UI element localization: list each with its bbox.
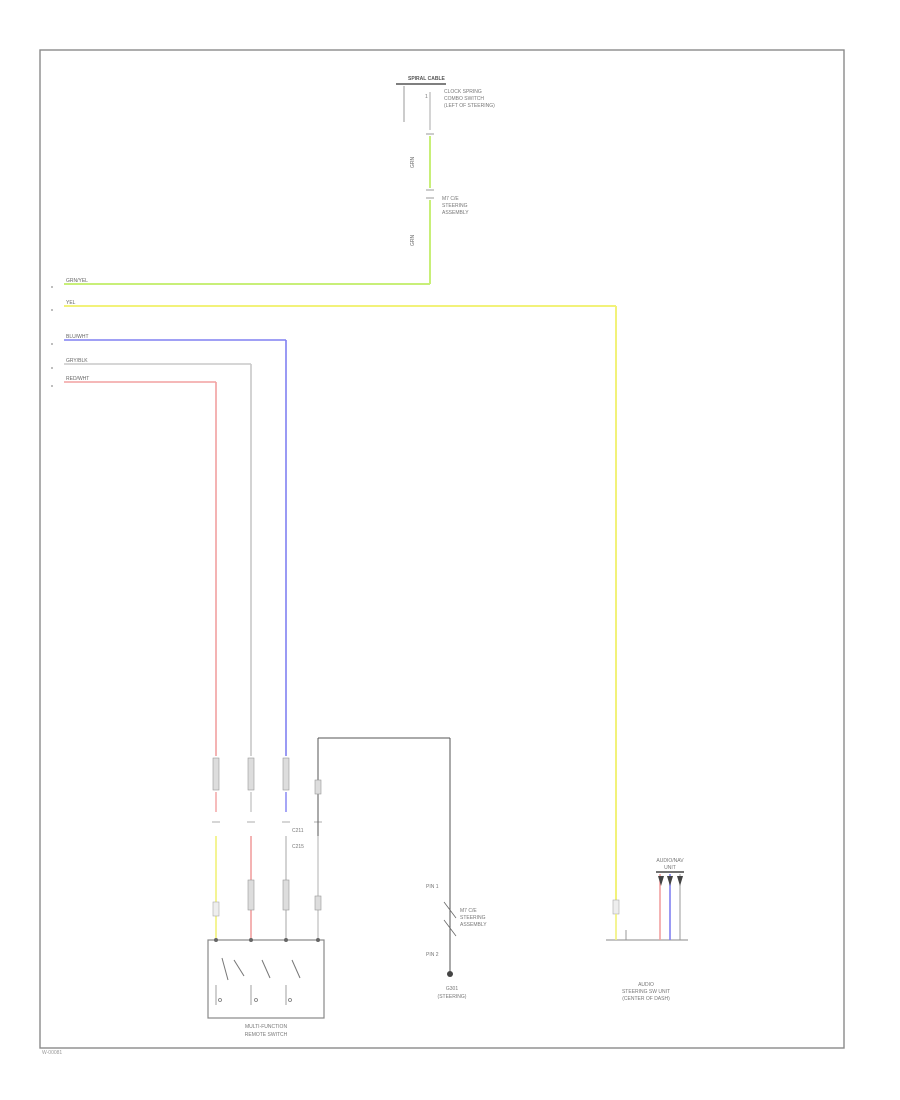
right-bottom-3: (CENTER OF DASH) [622,996,670,1002]
right-bottom-2: STEERING SW UNIT [622,989,670,995]
wire-tag-green: GRN/YEL [66,278,88,284]
top-component: SPIRAL CABLE 1 CLOCK SPRING COMBO SWITCH… [396,76,495,122]
svg-text:ASSEMBLY: ASSEMBLY [442,210,469,216]
top-connector-label: M7 C/E STEERING ASSEMBLY [442,196,469,216]
switch-name-2: REMOTE SWITCH [245,1032,288,1038]
ground-label-2: (STEERING) [438,994,467,1000]
inline-connectors [212,757,322,823]
top-wire-tag-2: GRN [410,235,416,247]
inline-connector-label-2: C215 [292,844,304,850]
center-note-1: M7 C/E [460,908,477,914]
diagram-id: W-00081 [42,1050,62,1056]
inline-connector-label-1: C211 [292,828,304,834]
top-component-note-2: COMBO SWITCH [444,96,484,102]
right-top-1: AUDIO/NAV [656,858,684,864]
ground-label-1: G301 [446,986,458,992]
multi-function-switch [207,938,325,1019]
switch-name-1: MULTI-FUNCTION [245,1024,288,1030]
wire-tag-red: RED/WHT [66,376,89,382]
wire-tag-blue: BLU/WHT [66,334,89,340]
center-note-3: ASSEMBLY [460,922,487,928]
harness-terminals [51,286,53,387]
center-component [443,880,457,977]
right-bottom-1: AUDIO [638,982,654,988]
center-loop-wire [314,737,451,880]
top-component-note-3: (LEFT OF STEERING) [444,103,495,109]
right-component [606,871,688,941]
wire-tag-gray: GRY/BLK [66,358,88,364]
wire-tag-yellow: YEL [66,300,76,306]
svg-text:STEERING: STEERING [442,203,468,209]
diagram-frame [39,49,845,1049]
center-note-2: STEERING [460,915,486,921]
green-wire-vertical [426,92,434,284]
top-component-name: SPIRAL CABLE [408,76,446,82]
top-component-pin: 1 [425,94,428,100]
top-wire-tag-1: GRN [410,157,416,169]
center-pin-bottom: PIN 2 [426,952,439,958]
svg-text:M7 C/E: M7 C/E [442,196,459,202]
harness-rows [64,283,617,900]
right-top-2: UNIT [664,865,676,871]
switch-feed-wires [212,836,322,940]
center-pin-top: PIN 1 [426,884,439,890]
top-component-note-1: CLOCK SPRING [444,89,482,95]
